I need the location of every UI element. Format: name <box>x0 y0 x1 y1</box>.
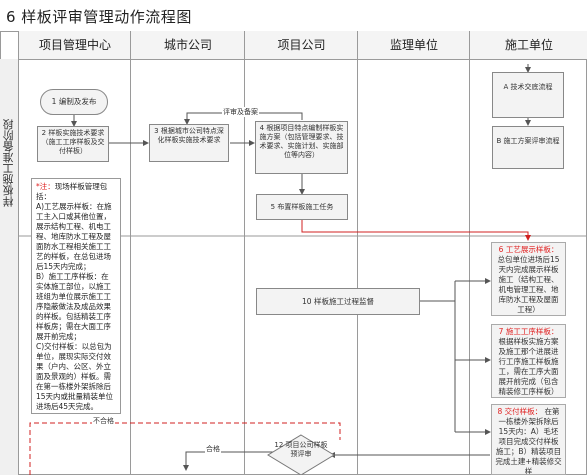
pass-label: 合格 <box>205 444 221 454</box>
note-num: 6 <box>498 245 504 254</box>
node-3: 3 根据城市公司特点深化样板实施技术要求 <box>149 124 229 162</box>
node-2: 2 样板实施技术要求（施工工序样板及交付样板） <box>37 126 109 162</box>
column-header: 项目管理中心 <box>18 31 131 59</box>
node-5: 5 布置样板施工任务 <box>256 194 348 220</box>
management-note: *注：现场样板管理包括： A)工艺展示样板：在施工主入口或其他位置，展示结构工程… <box>31 178 121 414</box>
node-b: B 施工方案评审流程 <box>492 126 564 169</box>
phase-label: 样板施工准备阶段 <box>2 119 15 207</box>
note-line: B）施工工序样板：在实体施工部位，以施工班组为单位展示施工工序隐蔽做法及成品效果… <box>36 272 111 341</box>
node-10: 10 样板施工过程监督 <box>256 288 420 315</box>
note-num: 8 <box>497 407 503 416</box>
right-note-8: 8 交付样板： 在第一栋楼外架拆除后15天内：A）毛坯项目完成交付样板施工；B）… <box>491 404 566 475</box>
note-line: C)交付样板：以总包为单位，展现实际交付效果（户内、公区、外立面及景观的）样板。… <box>36 342 114 411</box>
note-num: 7 <box>498 327 504 336</box>
note-body: 总包单位进场后15天内完成展示样板施工（结构工程、机电管理工程、地库防水工程及屋… <box>497 255 560 314</box>
note-line: 现场样板管理包括： <box>36 182 108 201</box>
note-title: 施工工序样板： <box>505 327 559 336</box>
note-body: 根据样板实施方案及施工那个进展进行工序施工样板施工，需在工序大面展开前完成（包含… <box>498 337 559 396</box>
column-header: 城市公司 <box>130 31 245 59</box>
note-line: A)工艺展示样板：在施工主入口或其他位置，展示结构工程、机电工程、地库防水工程及… <box>36 202 112 271</box>
fail-label: 不合格 <box>92 416 115 426</box>
column-header: 施工单位 <box>469 31 587 59</box>
node-1: 1 编制及发布 <box>40 89 108 115</box>
phase-lane-2 <box>0 236 19 475</box>
page-title: 6 样板评审管理动作流程图 <box>6 8 192 26</box>
column-header: 监理单位 <box>357 31 470 59</box>
node-a: A 技术交底流程 <box>492 72 564 118</box>
right-note-6: 6 工艺展示样板： 总包单位进场后15天内完成展示样板施工（结构工程、机电管理工… <box>491 242 566 316</box>
note-marker: *注： <box>36 182 55 191</box>
note-body: 在第一栋楼外架拆除后15天内：A）毛坯项目完成交付样板施工；B）精装项目完成土建… <box>495 407 562 475</box>
review-filing-label: 评审及备案 <box>222 107 259 117</box>
node-4: 4 根据项目特点编制样板实施方案（包括管理要求、技术要求、实施计划、实施部位等内… <box>255 121 348 174</box>
phase-lane: 样板施工准备阶段 <box>0 59 19 236</box>
right-note-7: 7 施工工序样板： 根据样板实施方案及施工那个进展进行工序施工样板施工，需在工序… <box>491 324 566 398</box>
column-header: 项目公司 <box>244 31 358 59</box>
note-title: 交付样板： <box>504 407 543 416</box>
node-12: 12 项目公司样板预评审 <box>274 441 328 458</box>
note-title: 工艺展示样板： <box>505 245 559 254</box>
swimlane-header: 项目管理中心 城市公司 项目公司 监理单位 施工单位 <box>18 31 587 60</box>
